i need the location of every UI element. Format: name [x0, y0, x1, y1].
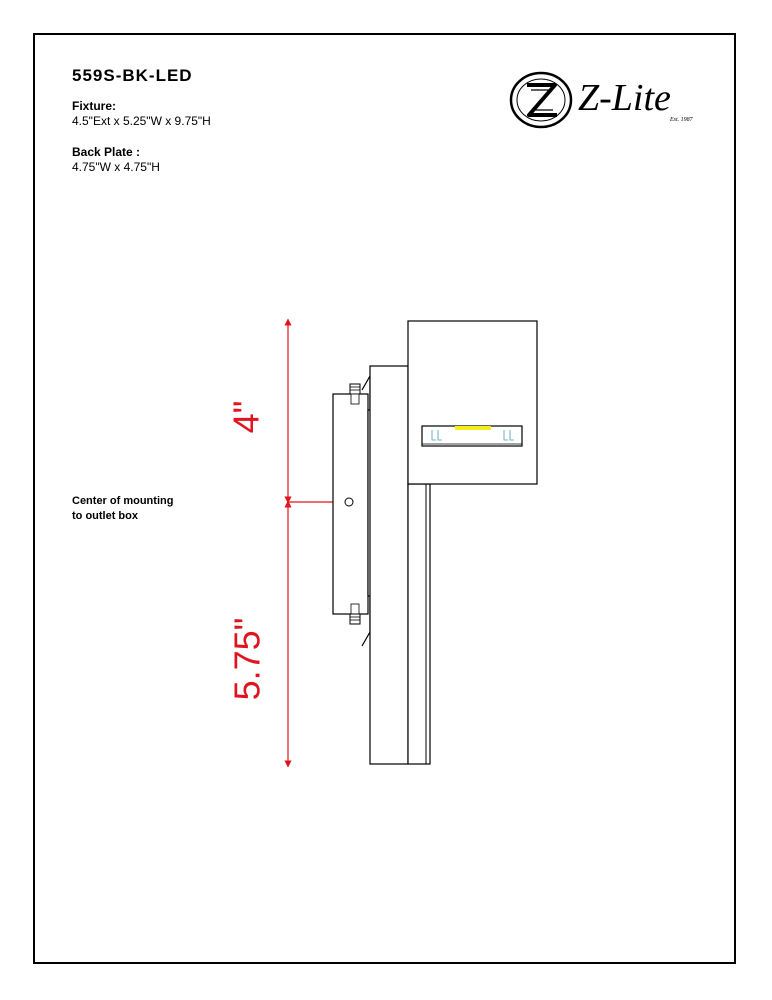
mounting-screw-bottom	[349, 603, 361, 625]
mounting-center-hole	[344, 497, 354, 507]
mounting-center-callout: Center of mounting to outlet box	[72, 494, 173, 524]
logo-z-glyph	[527, 83, 557, 117]
dimension-label-lower: 5.75"	[226, 617, 268, 701]
fixture-lower-arm	[407, 483, 431, 765]
back-plate-label: Back Plate :	[72, 145, 141, 159]
fixture-label: Fixture:	[72, 99, 117, 113]
mounting-screw-top	[349, 383, 361, 405]
model-number: 559S-BK-LED	[72, 66, 193, 85]
fixture-dimensions: 4.5"Ext x 5.25"W x 9.75"H	[72, 114, 211, 128]
led-strip	[455, 426, 491, 430]
back-plate-dimensions: 4.75"W x 4.75"H	[72, 160, 160, 174]
logo-brand-name: Z-Lite	[578, 77, 671, 119]
fixture-body	[369, 365, 409, 765]
z-lite-logo-mark	[509, 71, 573, 129]
logo-ring-inner	[516, 78, 566, 122]
led-clip-right	[503, 430, 514, 441]
callout-line-1: Center of mounting	[72, 495, 174, 507]
drawing-border	[33, 33, 736, 964]
logo-established: Est. 1987	[670, 117, 693, 123]
logo-ring-outer	[509, 71, 573, 129]
led-clip-left	[431, 430, 442, 441]
callout-line-2: to outlet box	[72, 510, 138, 522]
fixture-head	[407, 320, 538, 485]
dimension-label-upper: 4"	[225, 400, 267, 434]
